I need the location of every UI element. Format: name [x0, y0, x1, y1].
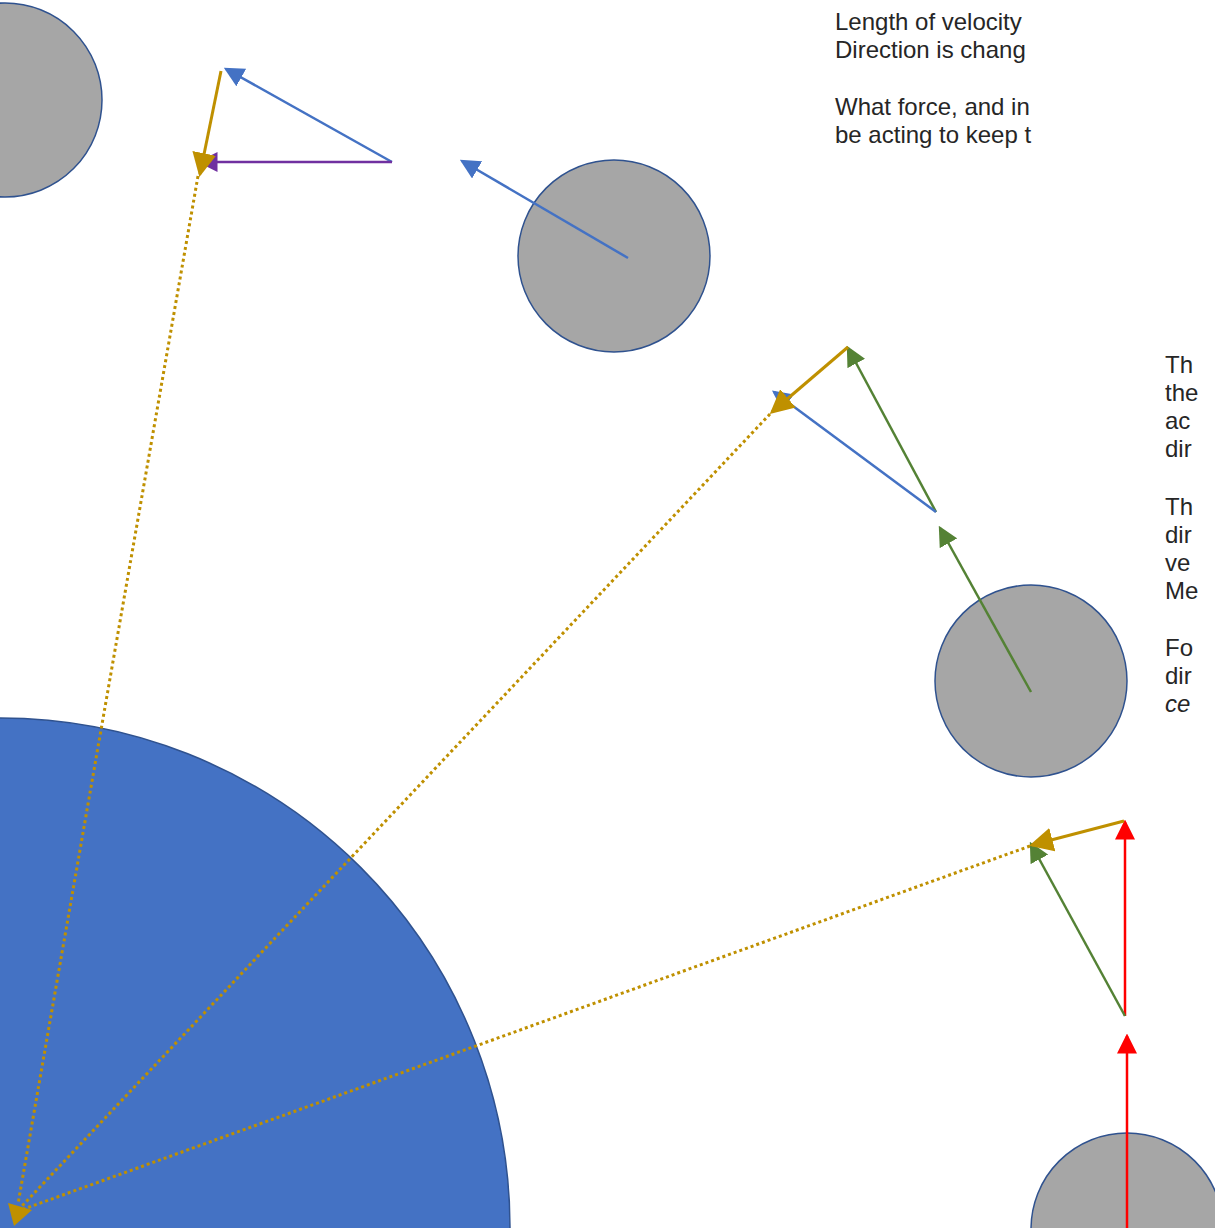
text-line: Length of velocity: [835, 8, 1022, 36]
centre-arrowhead: [8, 1203, 32, 1226]
text-line: Me: [1165, 577, 1198, 605]
change-arrow: [772, 347, 848, 412]
radius-line: [24, 846, 1030, 1209]
velocity-arrow: [940, 528, 1031, 692]
velocity-arrow: [774, 392, 936, 512]
velocity-arrow: [1031, 844, 1125, 1016]
text-line: the: [1165, 379, 1198, 407]
velocity-arrow: [462, 161, 628, 258]
text-line: Fo: [1165, 634, 1193, 662]
velocity-arrow: [1126, 1036, 1129, 1228]
text-line: dir: [1165, 435, 1192, 463]
velocity-arrow: [226, 69, 392, 162]
radius-line: [18, 176, 198, 1204]
text-line: Th: [1165, 351, 1193, 379]
planet: [0, 718, 510, 1228]
text-line: ve: [1165, 549, 1190, 577]
moon: [935, 585, 1127, 777]
velocity-arrow: [1124, 822, 1127, 1016]
change-arrow: [1032, 821, 1124, 845]
text-line: Direction is chang: [835, 36, 1026, 64]
moon: [1031, 1133, 1215, 1228]
moon: [0, 3, 102, 197]
text-line: dir: [1165, 521, 1192, 549]
change-arrow: [200, 71, 221, 174]
moon: [518, 160, 710, 352]
text-line: ce: [1165, 690, 1190, 718]
text-line: be acting to keep t: [835, 121, 1031, 149]
text-line: What force, and in: [835, 93, 1030, 121]
text-line: Th: [1165, 493, 1193, 521]
text-line: dir: [1165, 662, 1192, 690]
velocity-arrow: [848, 348, 936, 512]
velocity-arrow: [200, 161, 392, 164]
text-line: ac: [1165, 407, 1190, 435]
